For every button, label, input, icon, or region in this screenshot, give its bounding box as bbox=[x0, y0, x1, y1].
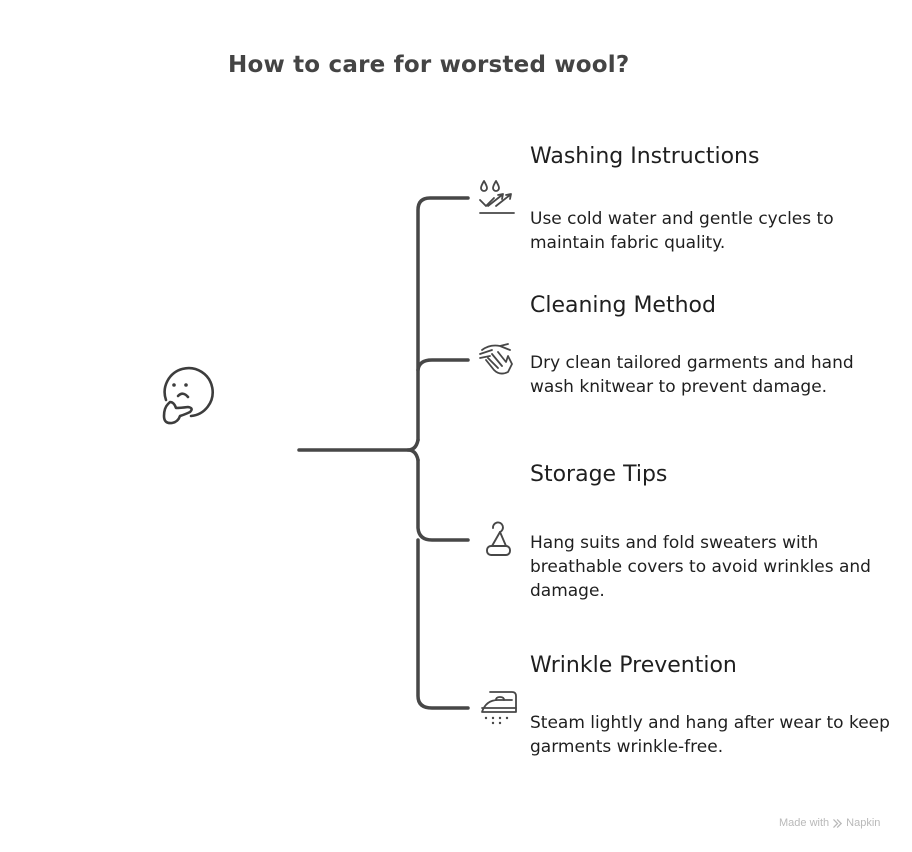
washing-water-icon bbox=[479, 180, 515, 214]
hanger-icon bbox=[486, 521, 511, 556]
item-description-wrinkle-prevention: Steam lightly and hang after wear to kee… bbox=[530, 713, 890, 757]
item-heading-storage-tips: Storage Tips bbox=[530, 462, 668, 487]
diagram-title: How to care for worsted wool? bbox=[228, 52, 630, 78]
item-heading-wrinkle-prevention: Wrinkle Prevention bbox=[530, 653, 737, 678]
item-description-washing-instructions: Use cold water and gentle cycles to main… bbox=[530, 209, 834, 253]
item-description-cleaning-method: Dry clean tailored garments and hand was… bbox=[530, 353, 854, 397]
thinking-face-icon bbox=[162, 366, 214, 425]
napkin-brand-label: Napkin bbox=[846, 817, 881, 829]
napkin-watermark[interactable]: Made with Napkin bbox=[779, 817, 880, 829]
item-heading-cleaning-method: Cleaning Method bbox=[530, 293, 716, 318]
item-description-storage-tips: Hang suits and fold sweaters with breath… bbox=[530, 533, 871, 601]
steam-iron-icon bbox=[481, 691, 517, 725]
item-heading-washing-instructions: Washing Instructions bbox=[530, 144, 760, 169]
napkin-logo-icon bbox=[833, 818, 843, 828]
hand-wash-icon bbox=[479, 343, 513, 375]
made-with-label: Made with bbox=[779, 817, 830, 829]
